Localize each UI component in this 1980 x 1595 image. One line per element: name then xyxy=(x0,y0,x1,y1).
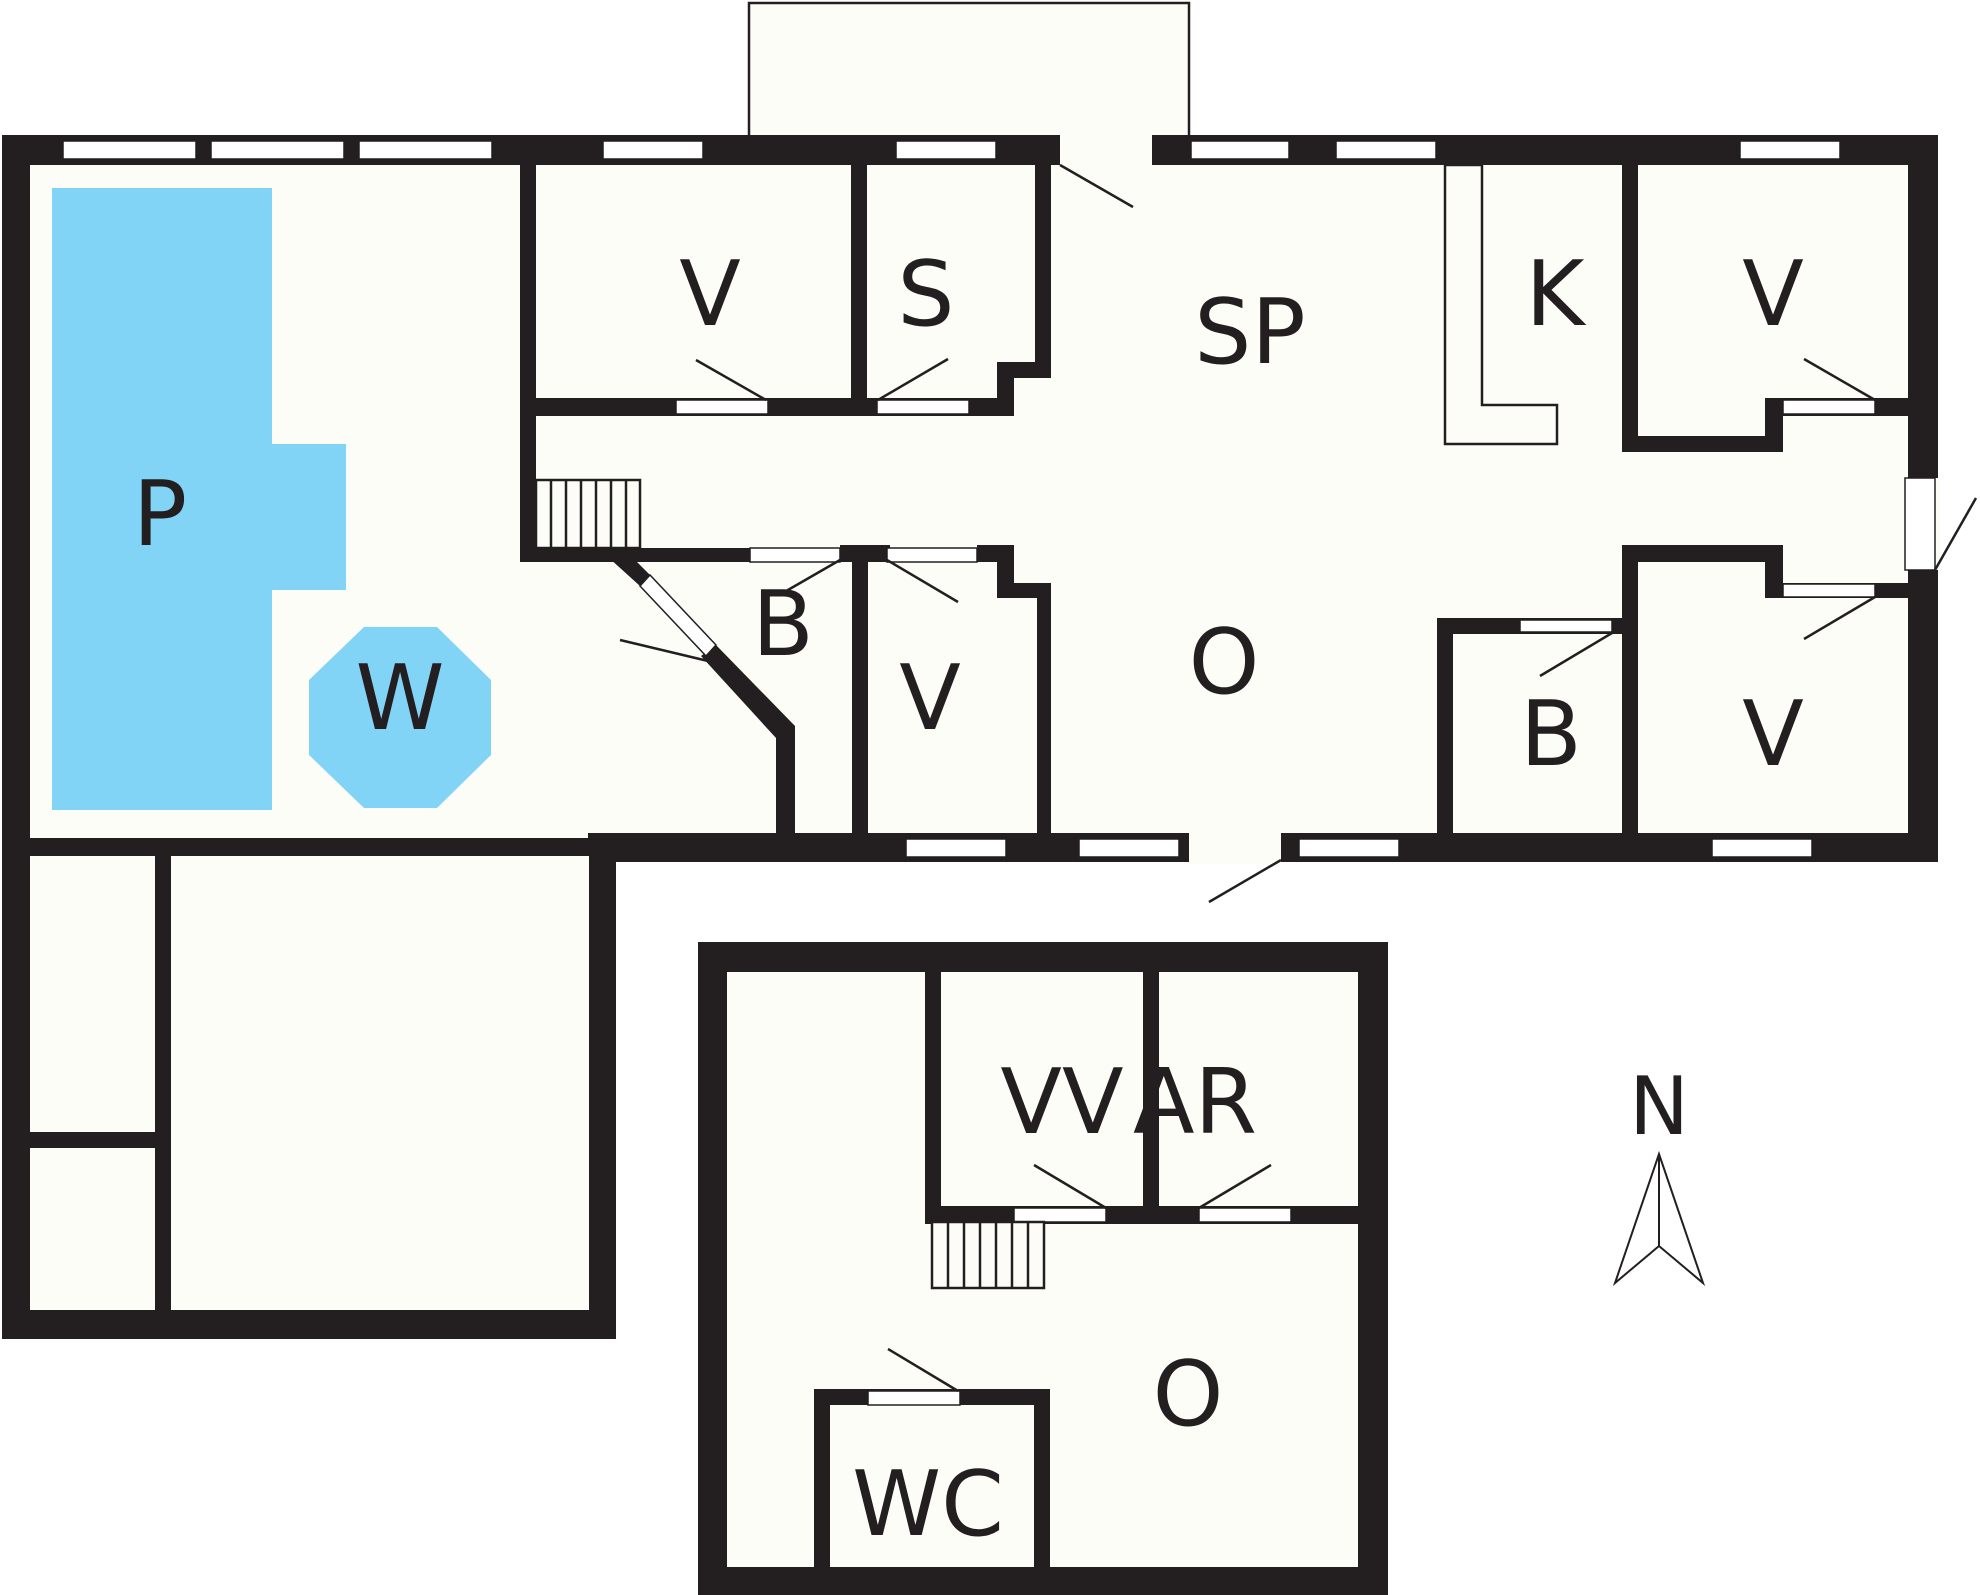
door-swing xyxy=(877,357,949,402)
room-label-toilet: WC xyxy=(852,1452,1004,1557)
window xyxy=(62,140,197,160)
door-opening xyxy=(638,573,718,658)
wall xyxy=(997,165,1051,416)
door-swing xyxy=(695,358,767,402)
room-label-bathroom: B xyxy=(752,572,814,677)
door-swing xyxy=(1033,1163,1107,1210)
door-swing xyxy=(886,558,959,604)
door-swing xyxy=(887,1347,959,1393)
room-label-pool: P xyxy=(133,462,187,567)
door-swing xyxy=(1208,858,1282,904)
gap xyxy=(1189,831,1281,864)
wall xyxy=(977,545,1051,836)
stair xyxy=(534,478,642,550)
gap xyxy=(1060,133,1152,167)
pool xyxy=(52,188,346,810)
door-swing xyxy=(1198,1163,1272,1210)
window xyxy=(1298,838,1400,858)
wall xyxy=(30,1132,160,1148)
door-openings xyxy=(675,399,1876,633)
room-label-bathroom: B xyxy=(1520,682,1582,787)
door-swing xyxy=(1539,631,1613,678)
room-label-living: O xyxy=(1189,610,1260,715)
wall xyxy=(1622,165,1638,450)
window xyxy=(905,838,1007,858)
window xyxy=(1711,838,1813,858)
wall xyxy=(598,548,650,586)
wall xyxy=(520,165,536,560)
room-label-utility: AR xyxy=(1133,1050,1257,1155)
room-label-whirlpool: W xyxy=(356,646,445,751)
window xyxy=(602,140,704,160)
wall xyxy=(520,548,750,562)
north-porch xyxy=(747,1,1191,140)
door-swing xyxy=(1933,497,1978,571)
door-opening xyxy=(675,399,769,415)
compass-label: N xyxy=(1629,1060,1689,1153)
door-opening xyxy=(1782,399,1876,415)
window xyxy=(1739,140,1841,160)
door-swing xyxy=(1803,595,1876,641)
door-opening xyxy=(876,399,970,415)
whirlpool xyxy=(309,627,491,808)
wall xyxy=(588,833,618,856)
window xyxy=(895,140,997,160)
room-label-sauna: S xyxy=(897,242,954,347)
window xyxy=(210,140,345,160)
room-label-bedroom: V xyxy=(679,242,741,347)
compass: N xyxy=(1612,1060,1706,1287)
wall xyxy=(30,838,590,856)
room-label-bedroom: V xyxy=(899,646,961,751)
door-opening xyxy=(886,547,978,563)
gap xyxy=(1904,477,1936,571)
room-label-kitchen: K xyxy=(1525,242,1586,347)
main-house xyxy=(2,1,1940,1339)
door-swing xyxy=(619,638,709,663)
wall xyxy=(1622,545,1783,836)
room-label-washroom: VV xyxy=(1000,1050,1123,1155)
door-opening xyxy=(1013,1207,1107,1223)
wall xyxy=(851,165,867,405)
wall xyxy=(155,855,171,1315)
window xyxy=(1190,140,1290,160)
main-house-floor xyxy=(30,165,1908,1310)
window xyxy=(1335,140,1437,160)
room-labels: P W V S SP K V B V O B V VV AR O WC xyxy=(133,242,1804,1557)
room-label-living: O xyxy=(1153,1342,1224,1447)
door-swing xyxy=(1059,163,1134,209)
window xyxy=(1078,838,1180,858)
room-label-bedroom: V xyxy=(1742,242,1804,347)
door-swings xyxy=(619,163,1978,904)
door-opening xyxy=(1782,583,1876,598)
wall xyxy=(852,545,868,835)
door-opening xyxy=(1198,1207,1292,1223)
room-label-dining: SP xyxy=(1194,280,1305,385)
wall xyxy=(925,972,941,1222)
door-opening xyxy=(1519,619,1613,633)
kitchen-counter xyxy=(1443,163,1559,446)
stair xyxy=(930,1220,1046,1290)
room-label-bedroom: V xyxy=(1742,682,1804,787)
wall xyxy=(701,645,795,836)
door-opening xyxy=(867,1390,961,1406)
north-arrow-icon xyxy=(1612,1150,1706,1287)
wall xyxy=(1143,972,1159,1217)
window xyxy=(358,140,493,160)
door-swing xyxy=(1803,357,1876,402)
door-opening xyxy=(749,547,841,563)
stairs xyxy=(534,478,642,550)
door-swing xyxy=(780,558,841,596)
annex xyxy=(698,942,1388,1595)
